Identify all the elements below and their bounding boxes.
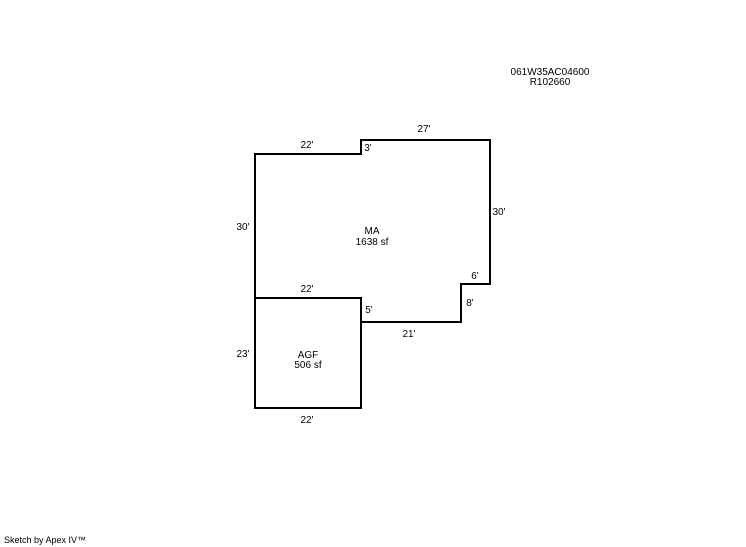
dim-ma-top-left: 22': [300, 140, 313, 151]
sketch-credit: Sketch by Apex IV™: [4, 535, 87, 545]
parcel-info: 061W35AC04600 R102660: [490, 68, 610, 88]
dim-ma-step: 3': [364, 143, 372, 154]
dim-ma-left: 30': [236, 222, 249, 233]
dim-ma-top-right: 27': [417, 124, 430, 135]
dim-ma-notch-top: 6': [471, 271, 479, 282]
agf-area-name: AGF: [298, 350, 319, 361]
agf-area-size: 506 sf: [294, 360, 321, 371]
dim-ma-inner-side: 5': [365, 305, 373, 316]
agf-area-outline: [254, 297, 362, 409]
dim-ma-shared-bottom: 22': [300, 284, 313, 295]
parcel-map-number: 061W35AC04600: [510, 67, 590, 78]
dim-agf-bottom: 22': [300, 415, 313, 426]
parcel-account-number: R102660: [529, 77, 571, 88]
dim-agf-left: 23': [236, 349, 249, 360]
ma-area-size: 1638 sf: [356, 237, 389, 248]
ma-area-name: MA: [365, 226, 380, 237]
dim-ma-bottom: 21': [402, 329, 415, 340]
dim-ma-right: 30': [492, 207, 505, 218]
dim-ma-notch-side: 8': [466, 298, 474, 309]
